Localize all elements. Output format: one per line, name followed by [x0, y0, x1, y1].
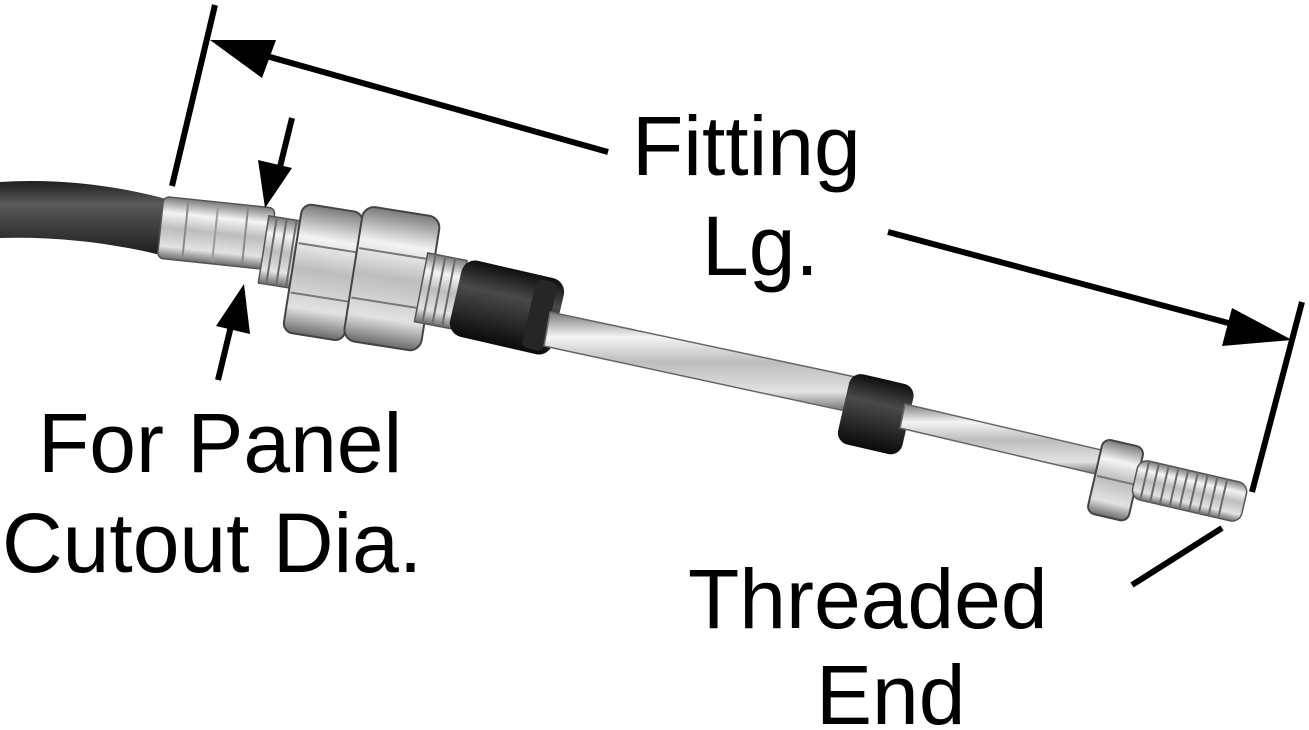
- thin-rod: [899, 403, 1111, 477]
- fitting-right-arrowhead: [1222, 308, 1292, 346]
- label-fitting: Fitting: [632, 99, 861, 193]
- threaded-end-stud: [1131, 460, 1248, 522]
- fitting-right-arrow: [887, 229, 1263, 335]
- crimp-sleeve: [157, 196, 276, 270]
- cable-assembly: [0, 180, 1248, 522]
- dimension-annotations: [169, 4, 1305, 588]
- panel-bottom-arrow: [215, 321, 235, 381]
- panel-top-arrowhead: [258, 160, 292, 208]
- fitting-left-arrowhead: [210, 40, 276, 78]
- label-threaded: Threaded: [688, 552, 1048, 646]
- chrome-rod: [543, 311, 861, 413]
- rubber-boot: [449, 260, 565, 355]
- fitting-left-extension-line: [169, 4, 218, 187]
- label-cutout-dia: Cutout Dia.: [2, 496, 422, 590]
- label-for-panel: For Panel: [38, 396, 402, 490]
- label-end: End: [816, 648, 965, 730]
- rod-rubber-ring: [837, 374, 914, 455]
- fitting-right-extension-line: [1249, 301, 1305, 493]
- panel-bottom-arrowhead: [216, 284, 250, 334]
- cable-sheath: [0, 180, 172, 258]
- hex-nut-front: [282, 203, 364, 341]
- labels: Fitting Lg. For Panel Cutout Dia. Thread…: [2, 99, 1048, 730]
- label-lg: Lg.: [702, 199, 819, 293]
- fitting-left-arrow: [237, 45, 609, 155]
- threaded-end-leader: [1130, 525, 1224, 588]
